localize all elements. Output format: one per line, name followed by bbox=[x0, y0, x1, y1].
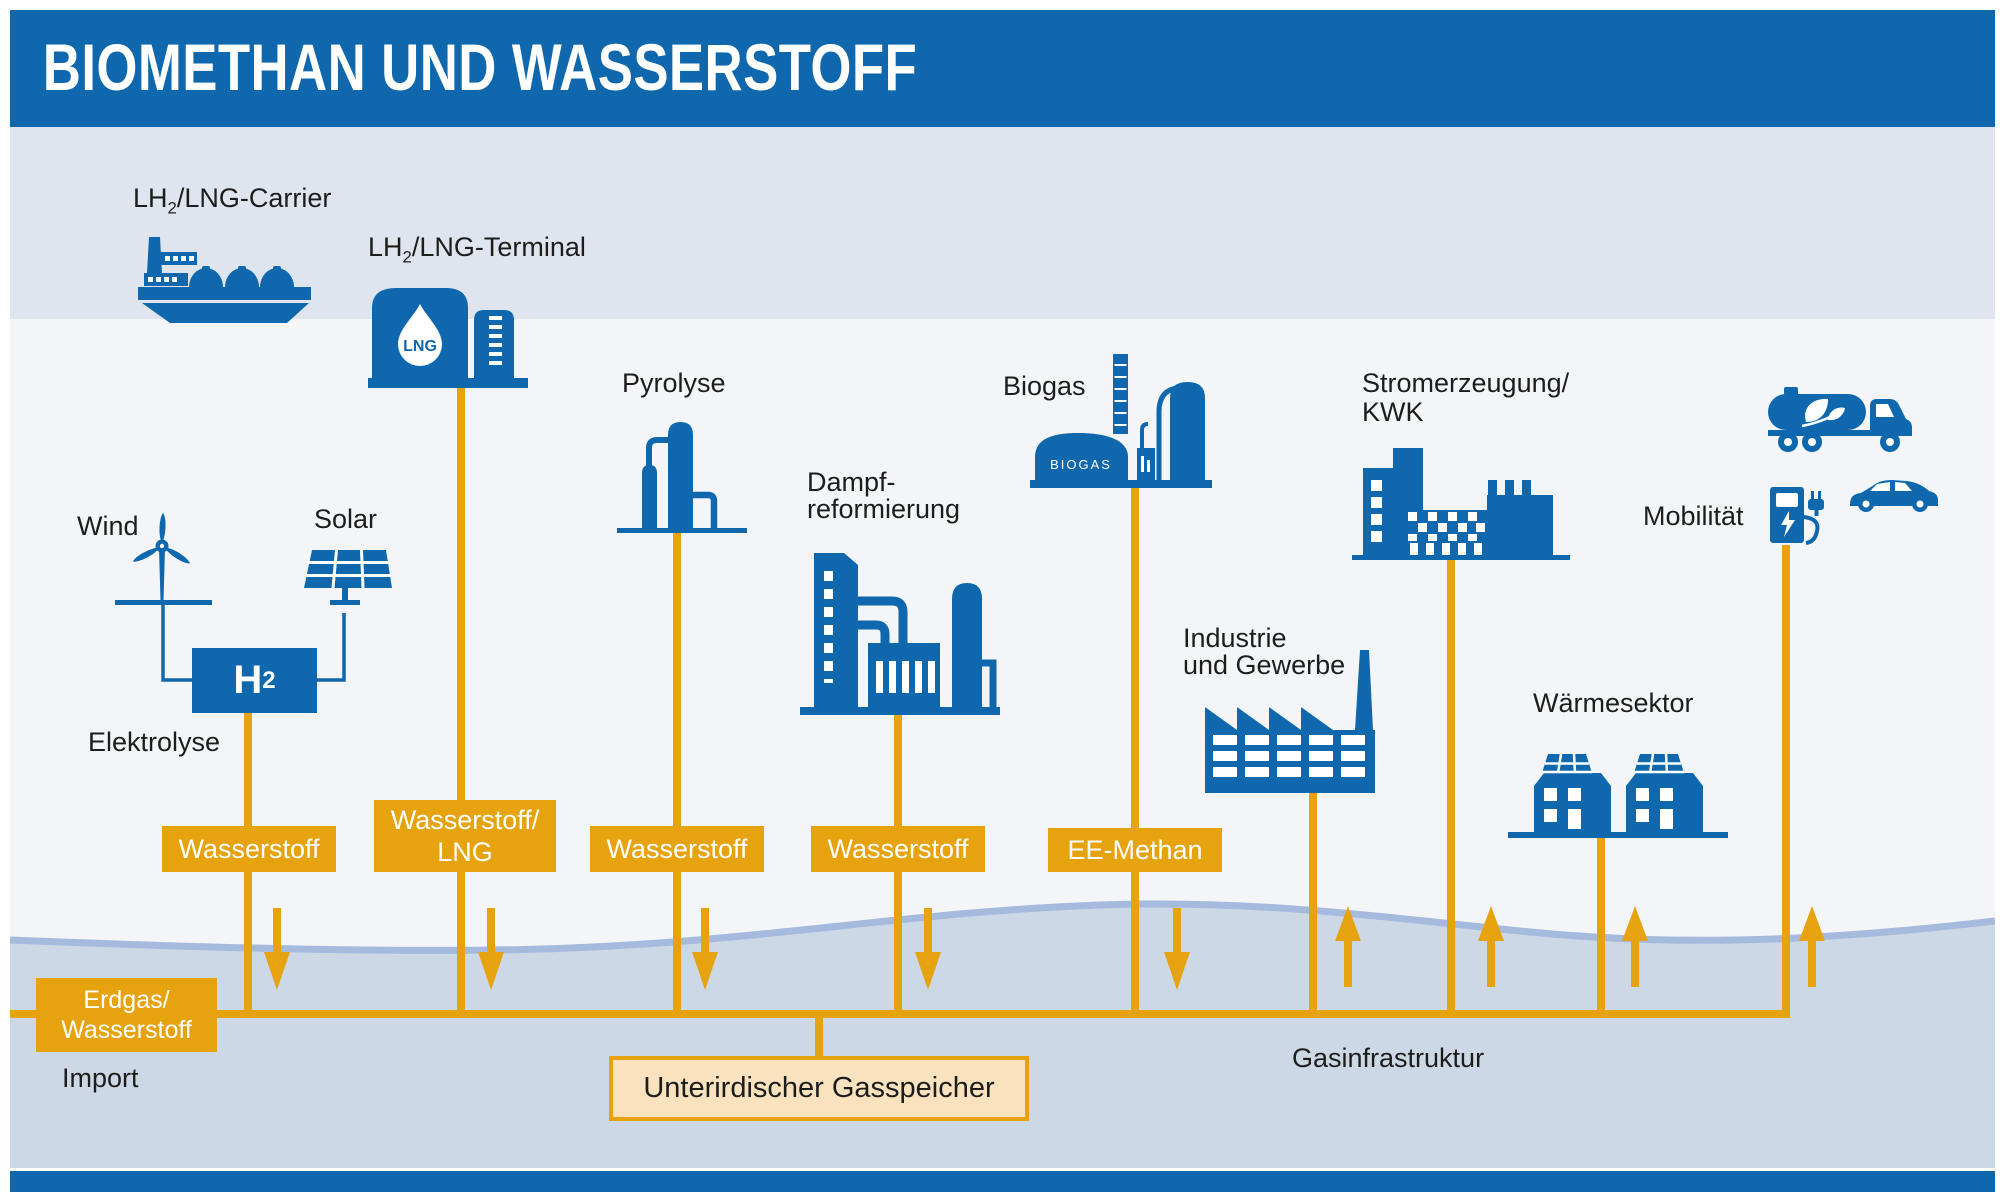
import-label: Import bbox=[62, 1063, 139, 1093]
import-zone-band bbox=[10, 127, 1995, 319]
factory-icon bbox=[1205, 650, 1375, 793]
wire-wind-to-electrolysis bbox=[161, 605, 192, 682]
solar-panel-icon bbox=[304, 549, 392, 605]
mobility-label: Mobilität bbox=[1643, 501, 1744, 531]
wind-turbine-icon bbox=[115, 513, 212, 605]
steam-reforming-icon bbox=[800, 553, 1000, 715]
power-plant-label: Stromerzeugung/ KWK bbox=[1362, 368, 1570, 427]
flow-label-wasserstoff-2: Wasserstoff bbox=[590, 826, 764, 872]
gas-infrastructure-label: Gasinfrastruktur bbox=[1292, 1043, 1485, 1073]
charging-station-icon bbox=[1770, 487, 1824, 545]
flow-network bbox=[10, 385, 1995, 1168]
house bbox=[1626, 753, 1703, 832]
underground-storage-box: Unterirdischer Gasspeicher bbox=[609, 1056, 1029, 1121]
flow-label-wasserstoff-3: Wasserstoff bbox=[811, 826, 985, 872]
pipe-mobility bbox=[1782, 545, 1790, 1018]
solar-label: Solar bbox=[314, 504, 378, 534]
pipe-industry bbox=[1309, 792, 1317, 1018]
industry-label: Industrie und Gewerbe bbox=[1183, 623, 1346, 680]
flow-arrow-up-1 bbox=[1335, 906, 1361, 987]
flow-arrow-down-5 bbox=[1164, 908, 1190, 990]
pipe-biogas bbox=[1131, 488, 1139, 1018]
flow-label-wasserstoff-1: Wasserstoff bbox=[162, 826, 336, 872]
pipe-heat-sector bbox=[1597, 837, 1605, 1018]
pyrolysis-icon bbox=[617, 422, 747, 533]
page-title: BIOMETHAN UND WASSERSTOFF bbox=[42, 30, 918, 104]
carrier-label: LH2/LNG-Carrier bbox=[133, 183, 332, 218]
footer-bar bbox=[10, 1171, 1995, 1192]
flow-label-erdgas-wasserstoff: Erdgas/Wasserstoff bbox=[36, 978, 217, 1052]
pipe-gas-infrastructure bbox=[10, 1010, 1790, 1018]
pipe-storage-stub bbox=[815, 1018, 823, 1060]
underground-area bbox=[10, 903, 1995, 1168]
pipe-lng-terminal bbox=[457, 385, 465, 1018]
header-bar: BIOMETHAN UND WASSERSTOFF bbox=[10, 10, 1995, 127]
house bbox=[1534, 753, 1611, 832]
flow-arrow-down-1 bbox=[264, 908, 290, 990]
biogas-tanker-truck-icon bbox=[1768, 387, 1912, 452]
biogas-label: Biogas bbox=[1003, 371, 1086, 401]
lng-carrier-ship-icon bbox=[138, 237, 311, 323]
flow-arrow-down-3 bbox=[692, 908, 718, 990]
wire-solar-to-electrolysis bbox=[317, 613, 346, 682]
heat-sector-label: Wärmesektor bbox=[1533, 688, 1694, 718]
biogas-plant-icon: BIOGAS bbox=[1030, 354, 1212, 488]
flow-arrow-down-4 bbox=[915, 908, 941, 990]
lng-terminal-icon: LNG bbox=[368, 288, 528, 388]
flow-arrow-up-2 bbox=[1478, 906, 1504, 987]
power-plant-windows bbox=[1408, 512, 1485, 555]
pyrolysis-label: Pyrolyse bbox=[622, 368, 726, 398]
electrolysis-label: Elektrolyse bbox=[88, 727, 221, 757]
biogas-tank-text: BIOGAS bbox=[1050, 457, 1112, 472]
pipe-pyrolysis bbox=[673, 533, 681, 1018]
lng-droplet-text: LNG bbox=[403, 338, 437, 355]
steam-reforming-label: Dampf- reformierung bbox=[807, 467, 961, 524]
flow-label-wasserstoff-lng: Wasserstoff/LNG bbox=[374, 800, 556, 872]
power-plant-icon bbox=[1352, 448, 1570, 560]
wind-label: Wind bbox=[77, 511, 139, 541]
flow-label-ee-methan: EE-Methan bbox=[1048, 828, 1222, 872]
factory-windows bbox=[1213, 735, 1365, 777]
flow-arrow-up-3 bbox=[1622, 906, 1648, 987]
pipe-power-plant bbox=[1447, 560, 1455, 1018]
car-icon bbox=[1850, 480, 1938, 512]
flow-arrow-up-4 bbox=[1799, 906, 1825, 987]
terminal-label: LH2/LNG-Terminal bbox=[368, 232, 586, 267]
heat-sector-houses-icon bbox=[1508, 753, 1728, 838]
flow-arrow-down-2 bbox=[478, 908, 504, 990]
